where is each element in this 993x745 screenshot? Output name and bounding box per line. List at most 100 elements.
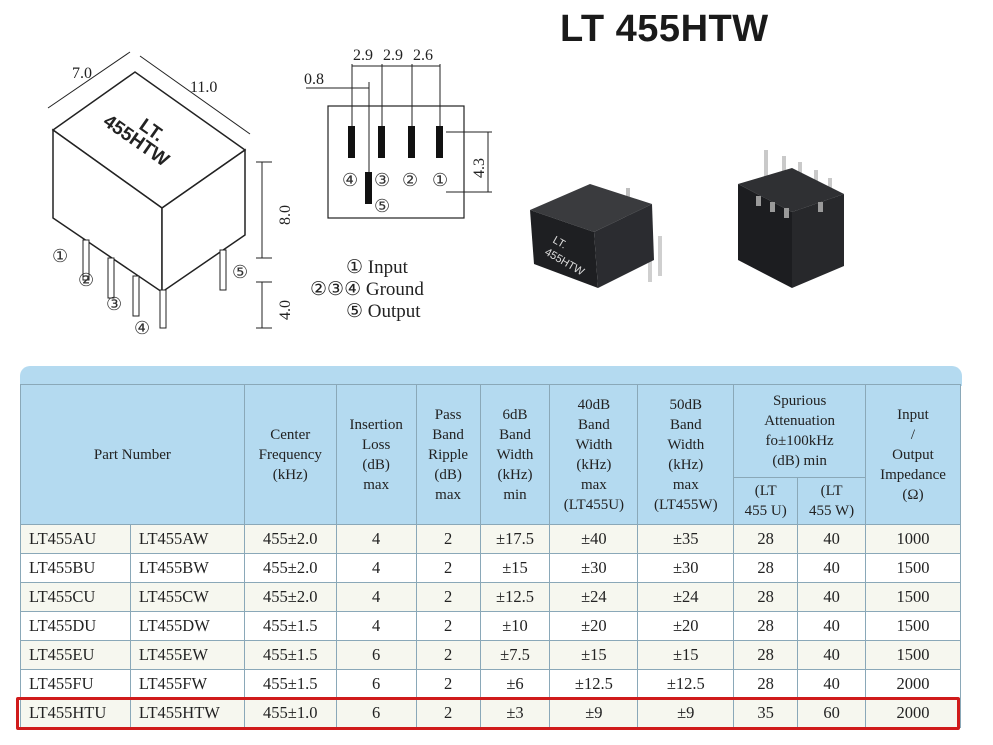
header-spurious-w: (LT 455 W) [797, 477, 866, 525]
header-pass-band-ripple-line: max [435, 486, 461, 503]
header-insertion-loss-line: max [363, 476, 390, 493]
cell-insertion-loss: 6 [335, 669, 417, 699]
diagram-pin-1: ① [432, 170, 448, 191]
cell-part-u: LT455DU [20, 611, 131, 641]
diagram-pin-5: ⑤ [374, 196, 390, 217]
header-part-number-text: Part Number [93, 446, 171, 463]
cell-bw-40db: ±9 [549, 698, 639, 728]
cell-center-frequency: 455±1.5 [243, 611, 337, 641]
pin-label-2: ② [78, 270, 94, 291]
cell-spurious-w: 60 [797, 698, 866, 728]
cell-bw-40db: ±24 [549, 582, 639, 612]
cell-spurious-u: 28 [733, 524, 799, 554]
cell-center-frequency: 455±1.5 [243, 669, 337, 699]
header-impedance-line: Impedance [880, 466, 946, 483]
cell-insertion-loss: 4 [335, 582, 417, 612]
cell-spurious-w: 40 [797, 669, 866, 699]
cell-impedance: 1000 [865, 524, 961, 554]
header-spurious-w-line: 455 W) [808, 503, 855, 519]
cell-pass-band-ripple: 2 [415, 698, 481, 728]
pin-label-5: ⑤ [232, 262, 248, 283]
cell-pass-band-ripple: 2 [415, 669, 481, 699]
header-6db-band-width-line: Band [499, 426, 531, 443]
cell-impedance: 1500 [865, 611, 961, 641]
header-50db-band-width-line: (kHz) [668, 456, 704, 473]
pin-label-3: ③ [106, 294, 122, 315]
cell-spurious-u: 28 [733, 669, 799, 699]
dim-row-gap: 4.3 [471, 158, 488, 178]
header-pass-band-ripple-line: Ripple [428, 446, 469, 463]
header-pass-band-ripple-line: (dB) [434, 466, 462, 483]
cell-insertion-loss: 4 [335, 553, 417, 583]
isometric-drawing: LT. 455HTW 7.0 11.0 8.0 4.0 ① ② ③ ④ ⑤ [47, 51, 294, 339]
header-40db-band-width-line: (LT455U) [563, 496, 625, 513]
component-photo-front: LT. 455HTW [530, 184, 662, 288]
cell-pass-band-ripple: 2 [415, 582, 481, 612]
cell-bw-6db: ±15 [479, 553, 551, 583]
dim-width: 7.0 [72, 65, 92, 82]
table-header-band [20, 366, 962, 386]
header-6db-band-width-line: (kHz) [497, 466, 533, 483]
header-insertion-loss-line: (dB) [362, 456, 390, 473]
cell-part-u: LT455FU [20, 669, 131, 699]
header-50db-band-width-line: (LT455W) [653, 496, 718, 513]
cell-insertion-loss: 4 [335, 611, 417, 641]
cell-bw-50db: ±9 [637, 698, 735, 728]
cell-spurious-w: 40 [797, 611, 866, 641]
header-40db-band-width-line: 40dB [577, 396, 611, 413]
cell-part-w: LT455HTW [129, 698, 245, 728]
cell-part-w: LT455BW [129, 553, 245, 583]
header-50db-band-width-line: max [672, 476, 699, 493]
header-40db-band-width-line: max [580, 476, 607, 493]
cell-part-w: LT455DW [129, 611, 245, 641]
diagram-pin-3: ③ [374, 170, 390, 191]
header-6db-band-width-line: min [503, 486, 527, 503]
page-title: LT 455HTW [560, 8, 769, 50]
header-6db-band-width-line: 6dB [502, 406, 528, 423]
cell-bw-6db: ±7.5 [479, 640, 551, 670]
dim-pitch2: 2.9 [383, 47, 403, 64]
cell-impedance: 2000 [865, 669, 961, 699]
cell-pass-band-ripple: 2 [415, 611, 481, 641]
cell-center-frequency: 455±2.0 [243, 553, 337, 583]
cell-spurious-w: 40 [797, 582, 866, 612]
dim-height: 8.0 [277, 205, 294, 225]
header-impedance-line: (Ω) [902, 486, 924, 503]
cell-spurious-u: 28 [733, 582, 799, 612]
dim-offset: 0.8 [304, 71, 324, 88]
cell-insertion-loss: 6 [335, 640, 417, 670]
cell-spurious-u: 28 [733, 553, 799, 583]
cell-part-w: LT455FW [129, 669, 245, 699]
header-spurious-attenuation-line: Attenuation [764, 413, 836, 429]
header-pass-band-ripple-line: Pass [434, 406, 462, 423]
cell-pass-band-ripple: 2 [415, 640, 481, 670]
header-spurious-w-line: (LT [820, 483, 843, 499]
cell-part-w: LT455EW [129, 640, 245, 670]
cell-center-frequency: 455±1.0 [243, 698, 337, 728]
cell-part-u: LT455CU [20, 582, 131, 612]
cell-pass-band-ripple: 2 [415, 553, 481, 583]
cell-bw-50db: ±20 [637, 611, 735, 641]
cell-spurious-u: 28 [733, 640, 799, 670]
legend-input: ① Input [346, 257, 408, 278]
pin-label-1: ① [52, 246, 68, 267]
cell-bw-40db: ±40 [549, 524, 639, 554]
header-spurious-u-line: (LT [754, 483, 777, 499]
cell-impedance: 2000 [865, 698, 961, 728]
cell-spurious-w: 40 [797, 524, 866, 554]
header-part-number: Part Number [20, 384, 245, 525]
header-pass-band-ripple-line: Band [432, 426, 464, 443]
header-insertion-loss-line: Loss [362, 436, 391, 453]
cell-part-u: LT455EU [20, 640, 131, 670]
cell-part-w: LT455AW [129, 524, 245, 554]
dim-pin-length: 4.0 [277, 300, 294, 320]
